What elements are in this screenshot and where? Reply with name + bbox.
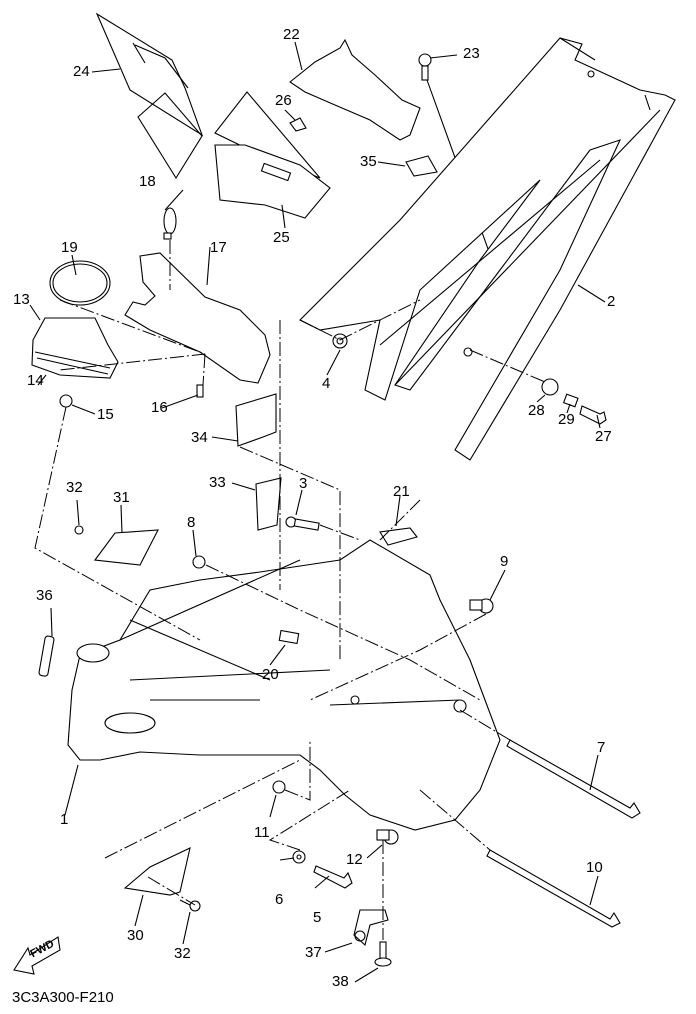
callout-20: 20 [262, 666, 279, 683]
part-38-bolt [374, 941, 392, 967]
part-5-bolt [313, 865, 353, 889]
part-3-bolt [285, 516, 320, 531]
part-29-collar [562, 393, 579, 408]
part-36-damper [38, 635, 55, 677]
callout-11: 11 [254, 824, 270, 841]
part-30-cover [123, 847, 191, 896]
callout-3: 3 [299, 475, 308, 492]
callout-32-upper: 32 [66, 479, 83, 496]
part-15-nut [59, 394, 73, 408]
callout-21: 21 [393, 483, 410, 500]
callout-18: 18 [139, 173, 156, 190]
part-35-damper [405, 155, 438, 177]
part-7-long-bolt [506, 739, 641, 819]
callout-22: 22 [283, 26, 300, 43]
part-37-bracket [353, 909, 389, 947]
fwd-arrow-icon [13, 936, 61, 975]
callout-29: 29 [558, 411, 575, 428]
part-21-damper [379, 527, 418, 546]
callout-30: 30 [127, 927, 144, 944]
callout-34: 34 [191, 429, 208, 446]
callout-24: 24 [73, 63, 90, 80]
part-8-nut [192, 555, 206, 569]
callout-14: 14 [27, 372, 44, 389]
part-18-band [163, 207, 177, 240]
callout-35: 35 [360, 153, 377, 170]
part-33-damper [255, 477, 282, 531]
callout-37: 37 [305, 944, 322, 961]
callout-9: 9 [500, 553, 509, 570]
callout-15: 15 [97, 406, 114, 423]
callout-10: 10 [586, 859, 603, 876]
callout-4: 4 [322, 375, 331, 392]
callout-28: 28 [528, 402, 545, 419]
part-27-bolt [579, 405, 607, 425]
callout-36: 36 [36, 587, 53, 604]
callout-16: 16 [151, 399, 168, 416]
part-6-washer [292, 850, 306, 864]
callout-8: 8 [187, 514, 196, 531]
part-24-cover [95, 12, 204, 180]
callout-7: 7 [597, 739, 606, 756]
part-19-seal [49, 260, 111, 306]
callout-33: 33 [209, 474, 226, 491]
callout-32-lower: 32 [174, 945, 191, 962]
callout-1: 1 [60, 811, 69, 828]
part-20-damper [278, 629, 300, 645]
part-16-rivet [196, 384, 204, 398]
part-4-nut [332, 333, 348, 349]
callout-12: 12 [346, 851, 363, 868]
part-32-screw [74, 525, 84, 535]
callout-13: 13 [13, 291, 30, 308]
assembly-lines [34, 240, 546, 940]
callout-25: 25 [273, 229, 290, 246]
part-17-plate [124, 252, 271, 384]
part-10-long-bolt [486, 849, 621, 928]
callout-17: 17 [210, 239, 227, 256]
part-26-damper [289, 117, 307, 132]
callout-26: 26 [275, 92, 292, 109]
part-34-damper [235, 393, 277, 447]
callout-6: 6 [275, 891, 284, 908]
part-14-cover [31, 317, 119, 379]
part-9-collar [469, 598, 494, 614]
callout-5: 5 [313, 909, 322, 926]
part-12-collar [376, 829, 399, 845]
callout-38: 38 [332, 973, 349, 990]
part-22-bracket [289, 38, 421, 141]
callout-31: 31 [113, 489, 130, 506]
part-28-grommet [541, 378, 559, 396]
callout-2: 2 [607, 293, 616, 310]
leader-lines [29, 41, 606, 983]
part-11-nut [272, 780, 286, 794]
callout-27: 27 [595, 428, 612, 445]
diagram-code: 3C3A300-F210 [12, 989, 114, 1006]
part-2-rear-frame [299, 37, 676, 461]
part-25-bracket [214, 91, 331, 219]
callout-19: 19 [61, 239, 78, 256]
callout-23: 23 [463, 45, 480, 62]
part-31-cover [93, 529, 159, 566]
